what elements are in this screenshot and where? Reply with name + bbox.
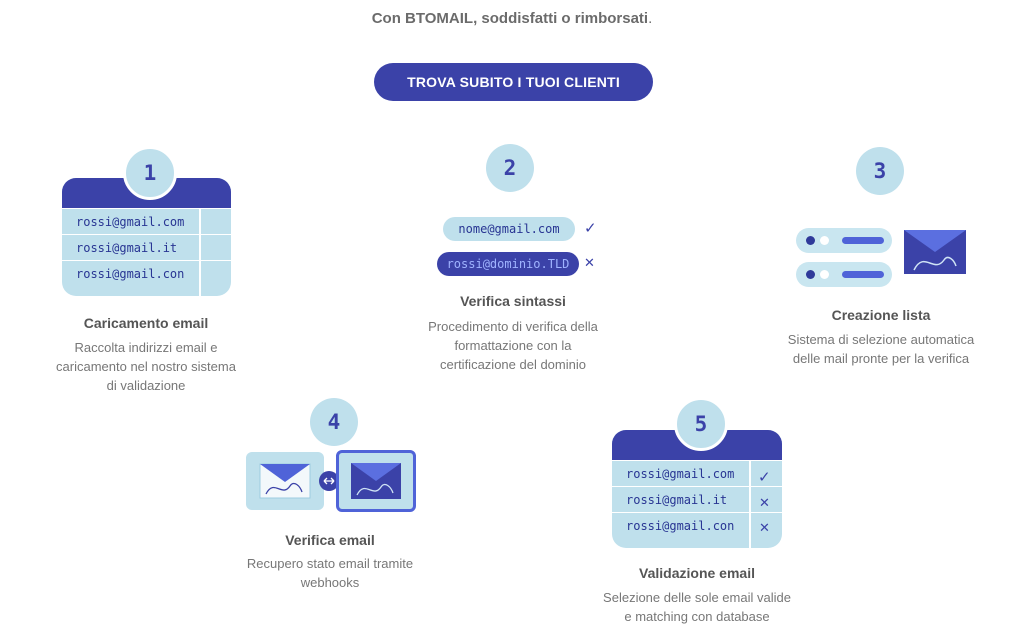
step-description: Sistema di selezione automatica delle ma…: [787, 332, 975, 366]
toggle-list-icon: [796, 228, 892, 253]
step-description: Selezione delle sole email valide e matc…: [603, 590, 791, 624]
find-clients-button[interactable]: TROVA SUBITO I TUOI CLIENTI: [374, 63, 653, 101]
step-number-3: 3: [856, 147, 904, 195]
toggle-list-icon: [796, 262, 892, 287]
list-item: rossi@gmail.it: [62, 234, 231, 260]
step-number-4: 4: [310, 398, 358, 446]
list-item: rossi@gmail.con: [62, 260, 231, 286]
list-item: rossi@gmail.com: [62, 208, 231, 234]
envelope-icon: [904, 230, 966, 274]
check-icon: ✓: [758, 469, 771, 486]
step-description: Procedimento di verifica della formattaz…: [428, 319, 598, 372]
list-item: rossi@gmail.it: [612, 486, 782, 512]
list-item: rossi@gmail.com: [612, 460, 782, 486]
step-title: Verifica sintassi: [460, 293, 566, 309]
envelope-icon: [246, 452, 324, 510]
step-title: Verifica email: [285, 532, 375, 548]
list-item: rossi@gmail.con: [612, 512, 782, 538]
cross-icon: ✕: [584, 255, 595, 270]
tagline: Con BTOMAIL, soddisfatti o rimborsati.: [371, 10, 653, 27]
check-icon: ✓: [584, 220, 597, 237]
step-number-1: 1: [123, 146, 177, 200]
step-title: Validazione email: [639, 565, 755, 581]
sync-arrows-icon: [319, 471, 339, 491]
invalid-email-pill: rossi@dominio.TLD: [437, 252, 579, 276]
step-number-5: 5: [674, 397, 728, 451]
step-description: Raccolta indirizzi email e caricamento n…: [56, 340, 236, 393]
cross-icon: ✕: [759, 495, 770, 510]
step-description: Recupero stato email tramite webhooks: [246, 556, 414, 590]
step-title: Creazione lista: [831, 307, 931, 323]
step-number-2: 2: [486, 144, 534, 192]
step-title: Caricamento email: [83, 315, 209, 331]
valid-email-pill: nome@gmail.com: [443, 217, 575, 241]
cross-icon: ✕: [759, 520, 770, 535]
envelope-icon: [336, 450, 416, 512]
